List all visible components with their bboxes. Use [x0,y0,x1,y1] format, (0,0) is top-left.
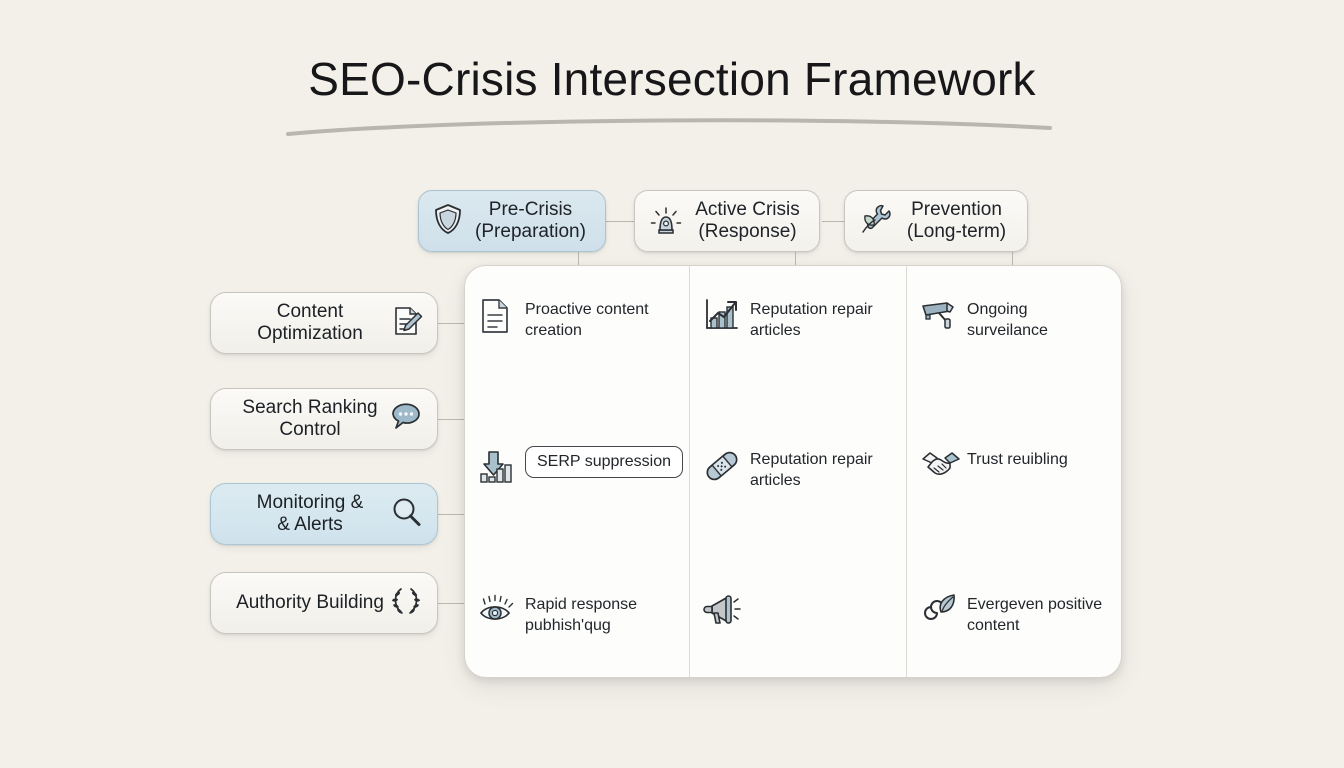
cctv-camera-icon [921,298,957,334]
phase-pill-label: Prevention(Long-term) [906,199,1007,242]
handshake-icon [921,448,960,484]
pill-stub-active-crisis [795,252,796,268]
bandage-icon [704,448,740,484]
pill-connector-2 [822,221,846,222]
sidebar-item-label: Authority Building [236,592,384,613]
eye-icon [479,593,515,629]
sidebar-connector-monitoring-alerts [438,514,466,515]
growth-chart-icon [704,298,740,334]
infinity-leaf-icon [921,593,957,629]
pill-stub-pre-crisis [578,252,579,268]
sidebar-item-monitoring-alerts[interactable]: Monitoring && Alerts [210,483,438,545]
phase-pill-pre-crisis[interactable]: Pre-Crisis(Preparation) [418,190,606,252]
matrix-cell-megaphone[interactable] [690,591,907,629]
column-divider-2 [906,266,907,677]
pill-stub-prevention [1012,252,1013,268]
sidebar-item-label: Monitoring && Alerts [256,492,364,535]
matrix-cell-serp-suppression[interactable]: SERP suppression [465,446,705,484]
sidebar-connector-content-optimization [438,323,466,324]
magnifier-icon [389,495,423,534]
sidebar-item-authority-building[interactable]: Authority Building [210,572,438,634]
shield-icon [433,203,463,240]
matrix-cell-label: Trust reuibling [967,451,1068,468]
siren-icon [649,202,683,241]
document-icon [479,298,515,334]
page-title: SEO-Crisis Intersection Framework [308,53,1036,105]
matrix-cell-label: SERP suppression [525,446,683,478]
megaphone-icon [703,593,741,629]
speech-bubble-icon [389,401,423,438]
down-arrow-bars-icon [479,448,515,484]
sidebar-connector-search-ranking-control [438,419,466,420]
phase-pill-label: Active Crisis(Response) [695,199,800,242]
matrix-cell-trust-rebuilding[interactable]: Trust reuibling [907,446,1121,484]
phase-pill-label: Pre-Crisis(Preparation) [475,199,586,242]
sidebar-connector-authority-building [438,603,466,604]
phase-pill-active-crisis[interactable]: Active Crisis(Response) [634,190,820,252]
wrench-leaf-icon [859,202,893,241]
phase-pill-prevention[interactable]: Prevention(Long-term) [844,190,1028,252]
column-divider-1 [689,266,690,677]
pill-connector-1 [606,221,636,222]
laurel-wreath-icon [389,584,423,623]
document-pencil-icon [389,304,423,343]
title-underline [286,112,1052,138]
